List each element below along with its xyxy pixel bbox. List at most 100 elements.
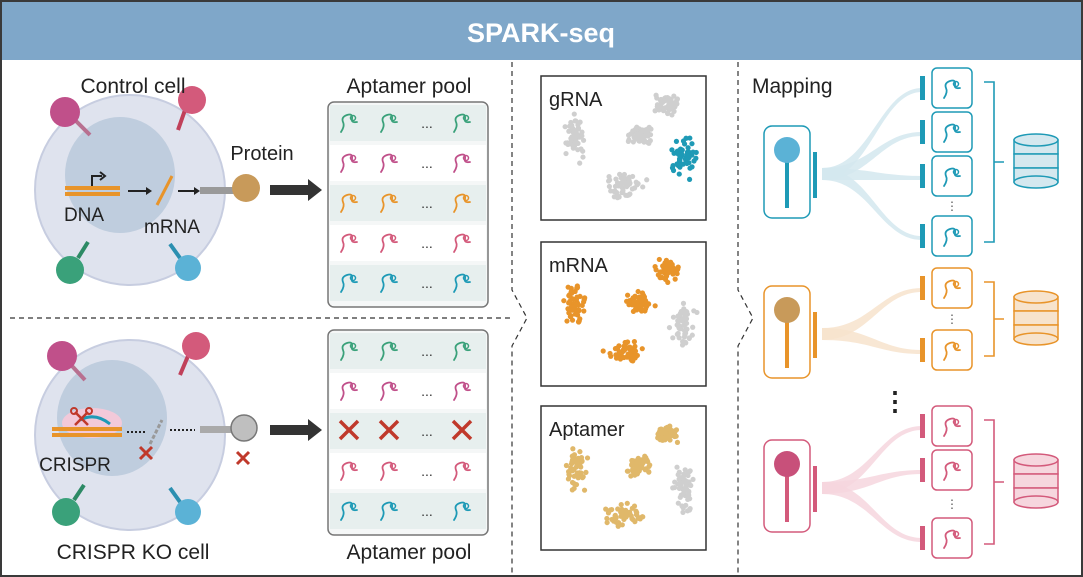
scatter-point [630,516,636,523]
receptor-green-icon [56,240,90,284]
scatter-point [665,110,671,117]
receptor-magenta-icon [178,332,210,376]
scatter-point [607,507,613,513]
aptamer-loop [952,80,960,88]
aptamer-card [931,111,973,153]
aptamer-loop [462,274,470,282]
scatter-point [633,126,639,132]
scatter-point [679,151,685,158]
scatter-point [674,96,681,102]
scatter-point [579,475,586,481]
scatter-point [626,352,632,358]
mrna-strand [155,175,174,206]
scatter-point [580,154,586,160]
scatter-point [669,165,676,171]
scatter-point [689,164,695,170]
aptamer-loop [349,114,357,122]
scatter-point [687,505,693,512]
scatter-point [572,288,578,295]
scatter-point [686,176,693,183]
pool-ellipsis: ... [421,503,433,519]
aptamer-loop [349,274,357,282]
pool-bottom-rows: ............... [330,333,486,529]
scatter-point [627,191,633,197]
scatter-point [683,483,689,490]
scatter-point [632,185,638,191]
scatter-point [690,476,696,483]
scatter-point [640,292,647,298]
scatter-point [624,500,630,506]
aptamer-loop [462,114,470,122]
pool-ellipsis: ... [421,383,433,399]
scatter-point [652,303,658,309]
barcode-bar [813,152,817,198]
scatter-point [684,309,690,315]
barcode-bar [920,458,925,482]
aptamer-loop [952,462,960,470]
dna-label: DNA [64,205,104,226]
aptamer-loop [952,530,960,538]
aptamer-loop [349,154,357,162]
scatter-point [679,147,685,153]
ko-cell-label: CRISPR KO cell [57,541,210,564]
scatter-point [575,312,581,318]
mrna-plot-label: mRNA [549,255,609,277]
scatter-point [574,461,580,467]
aptamer-card [931,517,973,559]
scatter-point [633,469,639,475]
scatter-point [616,353,622,359]
pool-row [330,145,486,181]
aptamer-loop [349,194,357,202]
aptamer-loop [389,502,397,510]
pool-ellipsis: ... [421,275,433,291]
scatter-point [666,102,672,109]
aptamer-loop [462,502,470,510]
scatter-point [628,346,634,352]
scatter-point [567,314,573,320]
pool-top-rows: ............... [330,105,486,301]
scatter-point [563,150,569,157]
scatter-point [607,177,613,183]
figure-title: SPARK-seq [467,18,615,48]
protein-stalk [785,320,789,368]
scatter-point [571,485,577,492]
aptamer-loop [462,382,470,390]
scatter-point [608,353,614,359]
protein-icon [774,297,800,323]
barcode-bar [813,312,817,358]
scatter-point [679,317,685,323]
receptor-blue-icon [168,486,201,525]
scatter-point [639,346,645,352]
scatter-point [648,126,654,132]
vertical-dots: ⋮ [946,312,958,326]
pool-row [330,265,486,301]
receptor-magenta-icon [176,86,206,131]
scatter-point [624,298,630,304]
scatter-point [581,308,587,314]
scatter-point [656,256,662,263]
mapping-flow [822,482,922,542]
scatter-point [571,480,577,487]
scatter-point [694,309,700,316]
scatter-point [670,314,677,320]
scatter-point [577,449,583,455]
scatter-point [644,177,650,183]
scatter-point [630,173,636,180]
grna-plot-label: gRNA [549,89,603,111]
scatter-point [668,427,674,433]
scatter-point [579,129,585,135]
scatter-point [616,348,622,355]
scatter-point [566,473,573,479]
scatter-point [682,339,688,345]
database-icon [1013,133,1059,189]
pool-row [330,453,486,489]
mapping-groups: ⋮⋮⋮ [763,67,1059,559]
arrow-to-pool-bottom [270,419,322,441]
scatter-point [619,522,625,528]
scatter-point [685,496,691,503]
bracket [984,419,1004,545]
scatter-point [626,132,632,138]
header-bar [2,2,1081,60]
scatter-point [675,500,681,506]
scatter-point [620,187,626,193]
